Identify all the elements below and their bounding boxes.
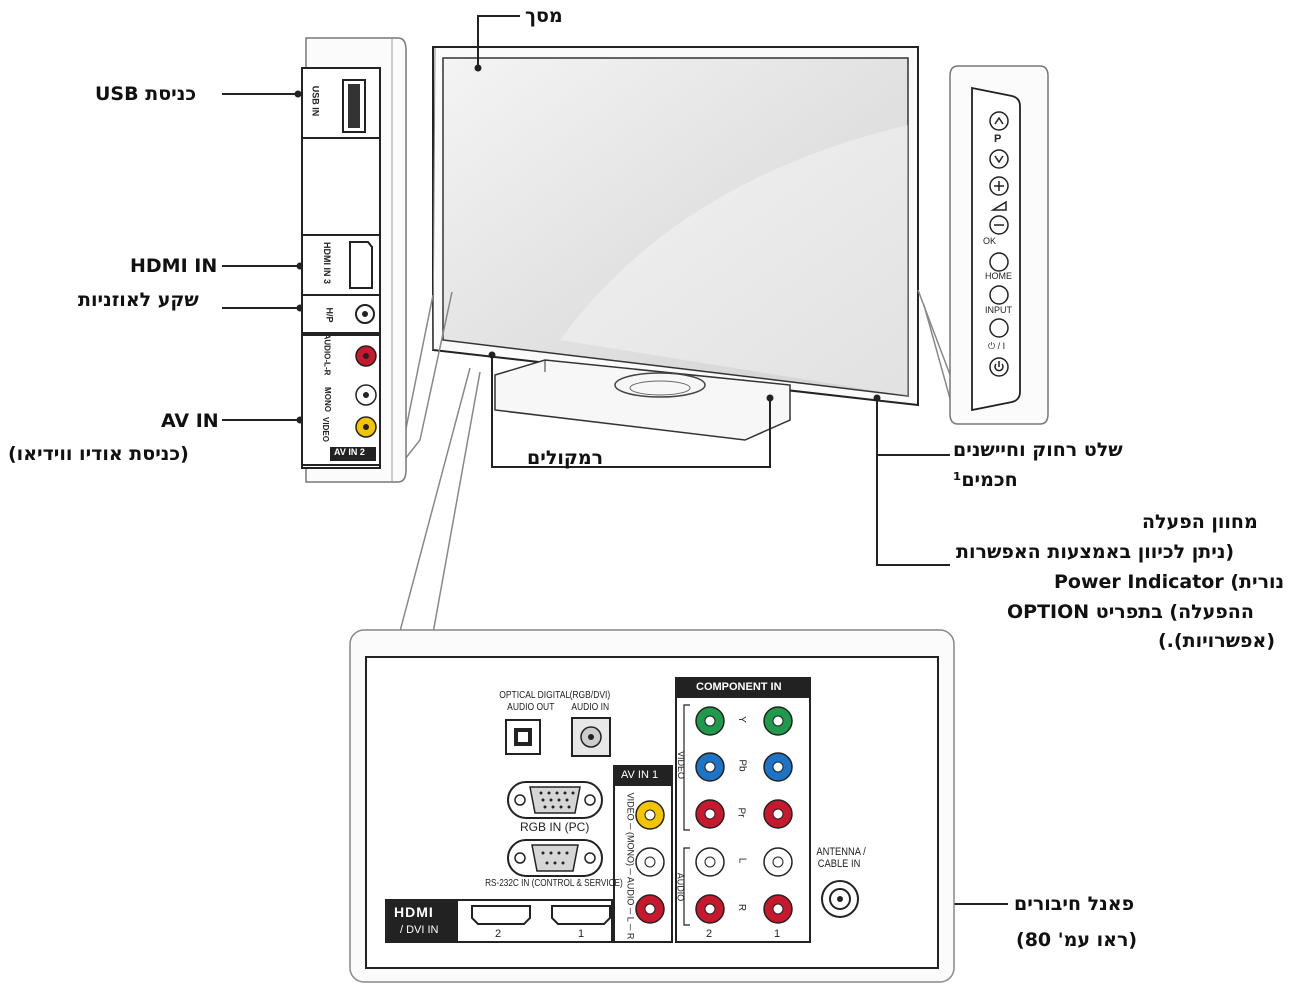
speaker-left-dot	[488, 351, 496, 359]
hdmi-port-1	[551, 905, 611, 925]
button-input-label: INPUT	[985, 305, 1012, 315]
usb-in-label: כניסת USB	[95, 83, 197, 105]
rs232c-port	[507, 839, 603, 877]
speakers-label: רמקולים	[527, 447, 604, 469]
hdmi-logo-text: HDMI	[394, 904, 434, 920]
av-in1-label: AV IN 1	[621, 769, 659, 781]
speaker-callout-line	[491, 355, 771, 468]
optical-label-2: AUDIO OUT	[507, 702, 555, 713]
side-video-port-label: VIDEO	[320, 417, 330, 442]
channel-up-button-icon	[989, 111, 1009, 131]
power-indicator-dot	[873, 394, 881, 402]
tv-body	[432, 46, 919, 407]
tv-stand	[494, 359, 791, 441]
button-ok-label: OK	[983, 236, 997, 246]
connection-panel-label-1: פאנל חיבורים	[1014, 893, 1135, 915]
remote-sensor-label-2: חכמים¹	[953, 469, 1018, 491]
hdmi-logo-block	[386, 900, 458, 942]
antenna-label-2: CABLE IN	[817, 858, 861, 870]
screen-callout-line	[477, 15, 520, 68]
side-usb-port-label: USB IN	[310, 85, 321, 117]
ok-button-icon	[989, 252, 1009, 272]
power-indicator-label-1: מחוון הפעלה	[1142, 511, 1258, 533]
rgb-in-label: RGB IN (PC)	[520, 820, 590, 834]
speaker-right-dot	[766, 394, 774, 402]
power-indicator-label-5: (אפשרויות).)	[1158, 630, 1276, 652]
side-av-in2-label: AV IN 2	[334, 447, 365, 457]
connection-panel-label-2: (ראו עמ' 80)	[1016, 929, 1138, 951]
input-button-icon	[989, 318, 1009, 338]
side-audio-port-label: AUDIO-L-R	[322, 333, 332, 376]
hdmi-port2-label: 2	[495, 928, 502, 940]
rs232-label: RS-232C IN (CONTROL & SERVICE)	[485, 878, 623, 889]
screen-callout-dot	[474, 64, 482, 72]
component-video-label: VIDEO	[676, 750, 687, 780]
optical-label-1: OPTICAL DIGITAL	[499, 690, 571, 701]
usb-callout-dot	[294, 90, 302, 98]
rgb-in-port	[507, 781, 603, 819]
side-headphone-port-label: H/P	[324, 307, 335, 323]
callout-lines	[222, 15, 1008, 905]
side-panel	[301, 37, 407, 483]
home-button-icon	[989, 285, 1009, 305]
comp-pb-label: Pb	[736, 759, 748, 772]
dvi-in-label: / DVI IN	[400, 924, 439, 936]
comp-col1-label: 1	[774, 928, 781, 940]
av-in1-side-label: VIDEO ─ (MONO) ─ AUDIO ─ L ─ R	[625, 792, 636, 940]
channel-down-button-icon	[989, 149, 1009, 169]
side-hdmi-port-label: HDMI IN 3	[322, 241, 333, 285]
av-in-label: AV IN	[161, 410, 219, 432]
av-in-sub-label: (כניסת אודיו ווידיאו)	[8, 443, 189, 465]
antenna-label-1: ANTENNA /	[816, 846, 866, 858]
component-audio-label: AUDIO	[675, 872, 686, 902]
screen-label: מסך	[525, 5, 563, 27]
power-indicator-callout-line	[876, 398, 950, 566]
rgbdvi-label-1: (RGB/DVI)	[569, 690, 611, 701]
power-indicator-label-3: Power Indicator (נורית	[1054, 571, 1285, 593]
comp-pr-label: Pr	[735, 807, 747, 818]
comp-y-label: Y	[735, 716, 747, 723]
back-panel	[349, 629, 955, 983]
hdmi-port-2	[471, 905, 531, 925]
power-indicator-label-4: ההפעלה) בתפריט OPTION	[1007, 601, 1254, 623]
headphone-label: שקע לאוזניות	[78, 289, 199, 311]
remote-sensor-label-1: שלט רחוק וחיישנים	[953, 439, 1123, 461]
hdmi-in-label: HDMI IN	[130, 255, 218, 277]
button-home-label: HOME	[985, 271, 1012, 281]
hdmi-port1-label: 1	[578, 928, 585, 940]
side-buttons-panel	[949, 65, 1049, 425]
comp-col2-label: 2	[706, 928, 713, 940]
comp-l-label: L	[736, 857, 748, 864]
button-power-label: ⏻ / I	[988, 341, 1006, 351]
button-p-label: P	[994, 133, 1002, 145]
power-indicator-label-2: (ניתן לכיוון באמצעות האפשרות	[956, 541, 1235, 563]
rgbdvi-label-2: AUDIO IN	[571, 702, 610, 713]
zoom-guides	[394, 289, 957, 651]
component-in-label: COMPONENT IN	[696, 681, 782, 693]
comp-r-label: R	[736, 903, 748, 912]
side-mono-port-label: MONO	[322, 387, 332, 412]
